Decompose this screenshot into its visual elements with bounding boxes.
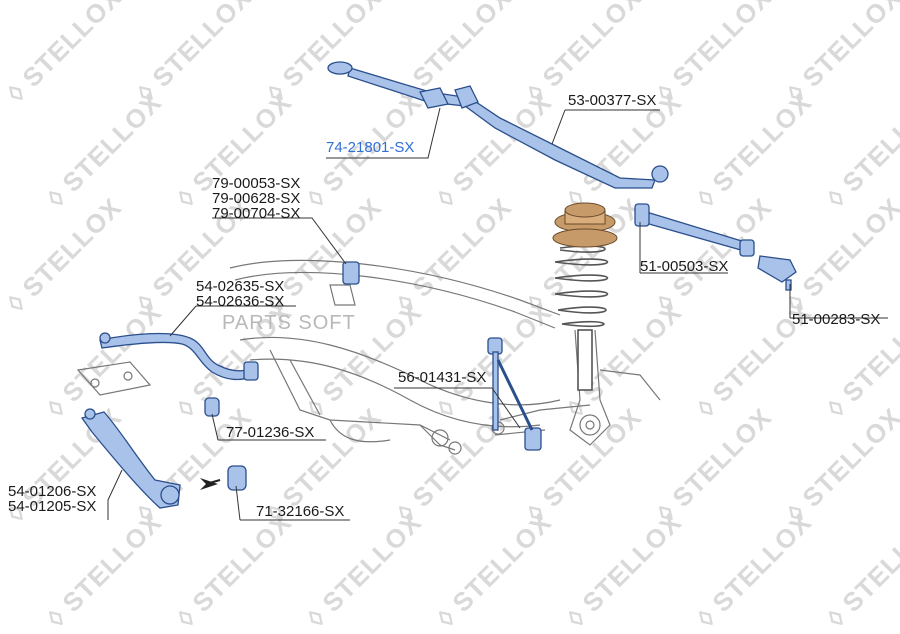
label-54-01205-sx: 54-01205-SX [8, 498, 97, 515]
leader-lines [107, 107, 888, 521]
stabilizer-bar [99, 332, 253, 381]
label-71-32166-sx: 71-32166-SX [256, 503, 345, 520]
label-53-00377-sx: 53-00377-SX [568, 92, 657, 109]
highlighted-parts [80, 61, 797, 509]
suspension-diagram [76, 61, 888, 521]
bushing-77-01236 [204, 397, 220, 417]
watermark-site: PARTS SOFT [222, 312, 356, 334]
label-54-01206-sx: 54-01206-SX [8, 483, 97, 500]
tie-rod-end-74-21801 [419, 87, 449, 109]
track-rod-51-00503 [639, 209, 749, 253]
bushing-71-32166 [227, 465, 247, 491]
label-79-00053-sx: 79-00053-SX [212, 175, 301, 192]
lower-control-arm [80, 411, 181, 509]
label-54-02636-sx: 54-02636-SX [196, 293, 285, 310]
spring-top-mount [552, 202, 618, 248]
tie-rod-53-00377 [347, 67, 656, 189]
rod-end-51-00283 [757, 255, 797, 283]
label-54-02635-sx: 54-02635-SX [196, 278, 285, 295]
label-51-00503-sx: 51-00503-SX [640, 258, 729, 275]
label-79-00704-sx: 79-00704-SX [212, 205, 301, 222]
label-51-00283-sx: 51-00283-SX [792, 311, 881, 328]
arrow-icon [200, 478, 221, 490]
label-74-21801-sx: 74-21801-SX [326, 139, 415, 156]
knuckle-outline [569, 329, 661, 446]
coil-spring [554, 245, 608, 391]
subframe-outline [76, 259, 591, 455]
stabilizer-bushing [342, 261, 360, 285]
label-79-00628-sx: 79-00628-SX [212, 190, 301, 207]
label-77-01236-sx: 77-01236-SX [226, 424, 315, 441]
label-56-01431-sx: 56-01431-SX [398, 369, 487, 386]
